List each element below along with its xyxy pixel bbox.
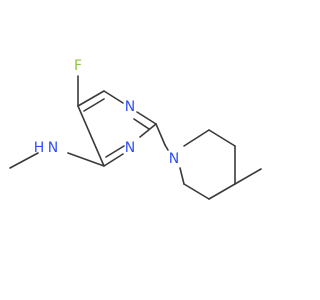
molecule-diagram: F N N N N H — [9, 58, 262, 200]
bond-c2-npip — [155, 123, 166, 146]
bond-c6-n1 — [103, 90, 124, 104]
bond-nh-methyl — [9, 152, 39, 169]
structure-drawing: F N N N N H — [9, 58, 262, 200]
bond-n1-c2 — [136, 111, 157, 125]
bond-n3-c4-inner — [105, 145, 125, 158]
bond-c2p-c3p — [208, 129, 236, 147]
bond-c4p-methyl — [234, 168, 262, 185]
pyrimidine-n1-label: N — [125, 99, 135, 115]
bond-c4p-c5p — [208, 183, 236, 200]
bond-n1-c2-inner — [133, 118, 150, 130]
bond-n3-c4 — [103, 153, 124, 167]
amine-h-label: H — [34, 140, 45, 156]
amine-n-label: N — [48, 140, 58, 156]
piperidine-n-label: N — [169, 151, 179, 167]
bond-c5p-c6p — [183, 183, 210, 200]
bond-c2-npip-2 — [164, 144, 169, 151]
fluorine-label: F — [74, 58, 82, 74]
bond-c2-n3 — [139, 123, 157, 138]
bond-npip-c2p — [183, 129, 210, 147]
bond-c6p-npip — [179, 167, 185, 185]
bond-c4-nh — [67, 152, 105, 167]
pyrimidine-n3-label: N — [125, 140, 135, 156]
bond-c4-c5 — [77, 105, 105, 167]
bond-c5-c6-inner — [83, 98, 105, 112]
bond-c5-c6 — [77, 90, 105, 107]
